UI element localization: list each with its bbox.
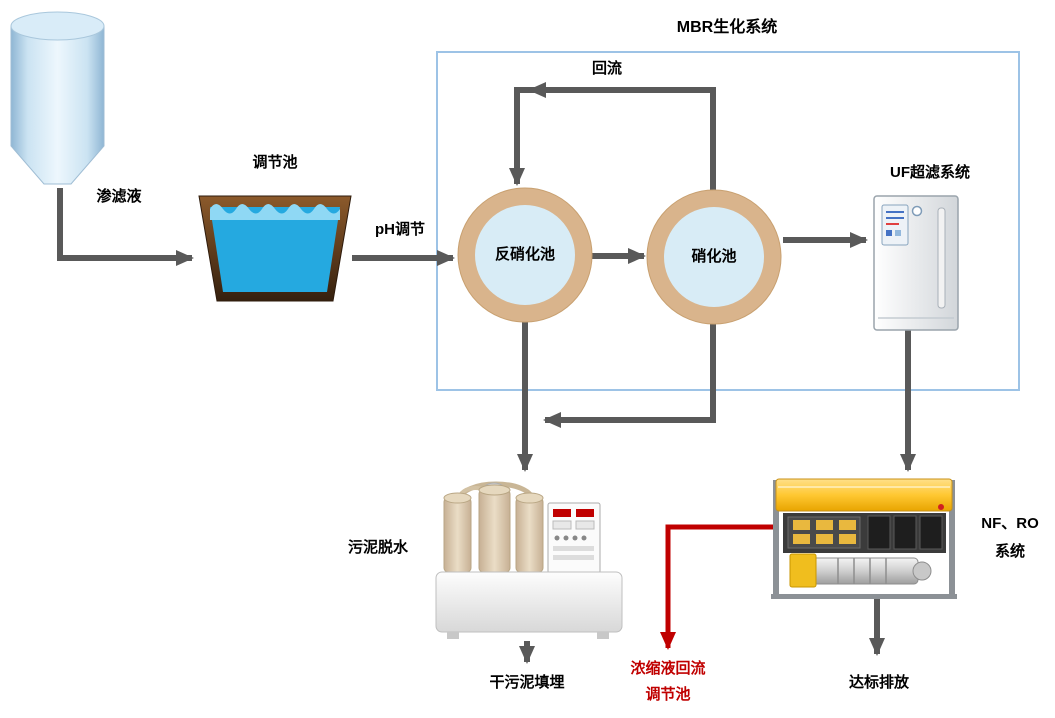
label-nitrification: 硝化池 bbox=[691, 248, 737, 265]
denitrification-tank-icon bbox=[457, 187, 593, 323]
label-nf-ro-system: NF、RO 系统 bbox=[966, 510, 1054, 566]
label-concentrate-return: 浓缩液回流 调节池 bbox=[612, 656, 724, 708]
adjust-pool-icon bbox=[198, 195, 352, 302]
label-dry-sludge-landfill: 干污泥填埋 bbox=[489, 674, 565, 691]
flow-arrow-concentrate-return bbox=[660, 524, 773, 650]
label-adjust-pool: 调节池 bbox=[252, 154, 298, 171]
label-concentrate-line2: 调节池 bbox=[645, 686, 691, 703]
label-discharge: 达标排放 bbox=[848, 674, 909, 691]
nf-ro-unit-icon bbox=[771, 478, 957, 599]
label-nf-ro-line2: 系统 bbox=[994, 543, 1025, 560]
label-nf-ro-line1: NF、RO bbox=[981, 515, 1039, 532]
label-uf-system: UF超滤系统 bbox=[890, 164, 970, 181]
label-concentrate-line1: 浓缩液回流 bbox=[630, 660, 706, 677]
flow-arrow-reflux bbox=[509, 87, 716, 190]
nitrification-tank-icon bbox=[646, 189, 782, 325]
flow-arrow-tank-to-pool bbox=[57, 188, 194, 266]
mbr-system-box bbox=[436, 51, 1020, 391]
label-sludge-dewatering: 污泥脱水 bbox=[347, 539, 408, 556]
uf-unit-icon bbox=[873, 195, 959, 331]
label-mbr-title: MBR生化系统 bbox=[676, 19, 778, 36]
storage-tank-icon bbox=[10, 11, 105, 185]
label-denitrification: 反硝化池 bbox=[494, 246, 555, 263]
label-ph-adjust: pH调节 bbox=[375, 221, 425, 238]
label-leachate: 渗滤液 bbox=[96, 188, 142, 205]
sludge-dewatering-machine-icon bbox=[435, 481, 623, 639]
label-reflux: 回流 bbox=[591, 60, 622, 77]
flow-arrows bbox=[57, 87, 916, 664]
flow-arrow-nitrification-to-sludge bbox=[543, 324, 716, 428]
reflux-bend-arrowhead bbox=[528, 82, 546, 98]
